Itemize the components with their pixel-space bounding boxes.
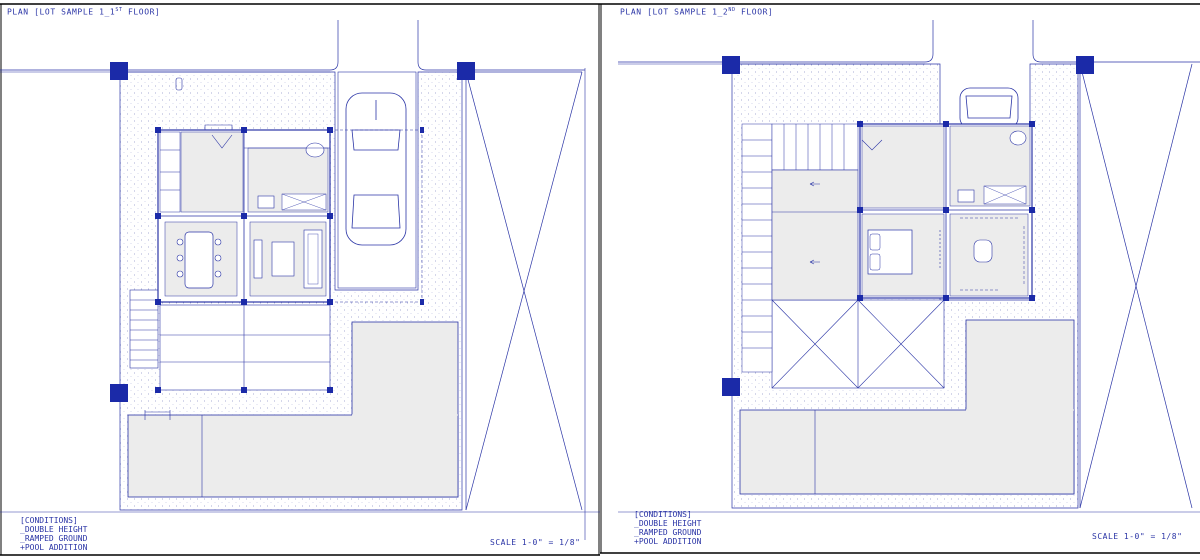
scale-note: SCALE 1-0" = 1/8" — [490, 538, 581, 547]
porch-slabs — [129, 289, 331, 391]
neighbor-lot — [465, 71, 583, 511]
open-to-below — [771, 299, 945, 389]
car-icon — [345, 92, 407, 246]
car-icon — [959, 87, 1019, 129]
stair — [741, 123, 859, 373]
lot-corner-markers — [110, 62, 475, 402]
lot-corner-markers — [722, 56, 1094, 396]
floor-plan-2nd-drawing — [600, 3, 1200, 554]
pool-lower — [739, 409, 1075, 495]
conditions-list: [CONDITIONS]_DOUBLE HEIGHT_RAMPED GROUND… — [634, 510, 702, 546]
plan-sheet-1st-floor: PLAN [LOT SAMPLE 1_1ST FLOOR] [CONDITION… — [0, 3, 600, 556]
scale-note: SCALE 1-0" = 1/8" — [1092, 532, 1183, 541]
plan-title: PLAN [LOT SAMPLE 1_2ND FLOOR] — [620, 7, 774, 17]
floor-plan-1st-drawing — [0, 3, 600, 556]
house-2nd-floor — [857, 121, 1035, 301]
house-1st-floor — [155, 124, 424, 393]
conditions-list: [CONDITIONS]_DOUBLE HEIGHT_RAMPED GROUND… — [20, 516, 88, 552]
plan-sheet-2nd-floor: PLAN [LOT SAMPLE 1_2ND FLOOR] [CONDITION… — [600, 0, 1200, 560]
neighbor-lot — [1079, 63, 1193, 509]
double-height-space — [771, 169, 859, 301]
pool-lower — [127, 414, 459, 498]
plan-title: PLAN [LOT SAMPLE 1_1ST FLOOR] — [7, 7, 161, 17]
